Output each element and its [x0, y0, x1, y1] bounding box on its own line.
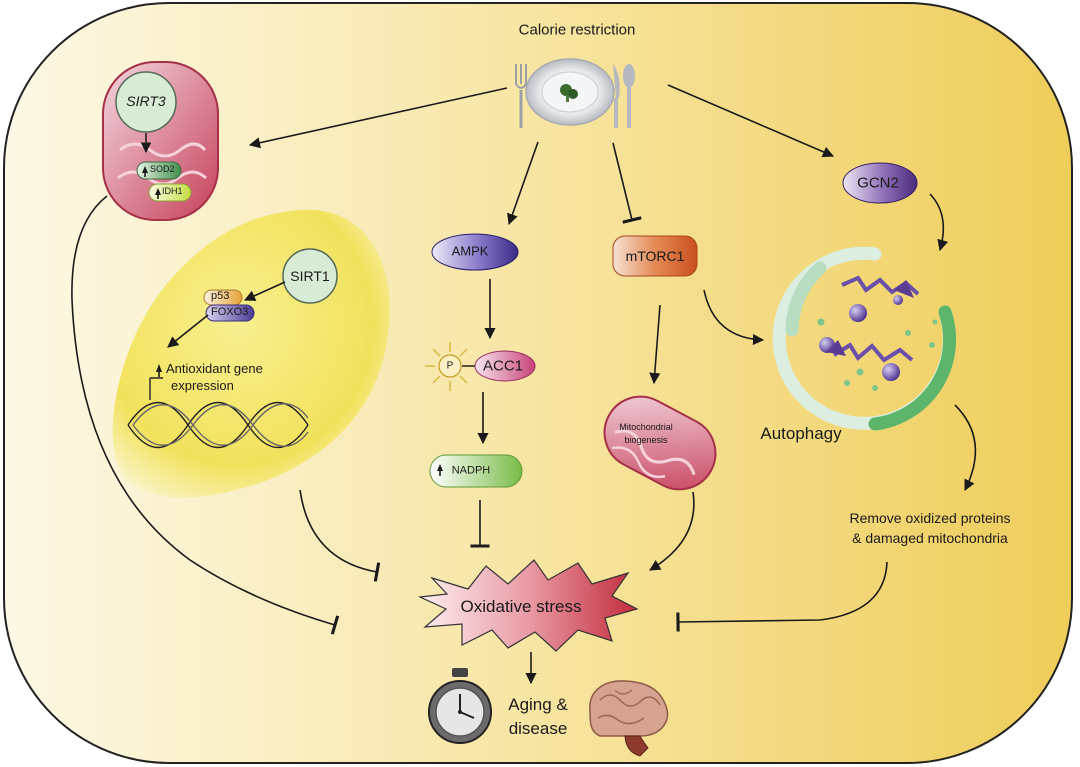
- sirt3-mitochondrion: [102, 61, 219, 221]
- idh1-label: IDH1: [162, 186, 183, 196]
- brain-icon: [589, 680, 669, 757]
- pathway-edges: [71, 84, 977, 685]
- sirt1-node: [282, 248, 338, 304]
- phosphate-label: P: [446, 360, 454, 372]
- phosphate-icon: [425, 342, 475, 391]
- calorie-restriction-label: Calorie restriction: [518, 21, 636, 39]
- edge-sirt1-to-p53: [243, 281, 286, 301]
- plate-icon: [525, 58, 615, 126]
- edge-mtorc1-to-autophagy: [703, 289, 765, 346]
- cell-background: [3, 2, 1073, 764]
- biogenesis-mitochondrion: [603, 395, 717, 491]
- edge-sirt3-inhibits-stress: [71, 195, 340, 635]
- stopwatch-icon: [428, 668, 492, 744]
- remove-label-line1: Remove oxidized proteins: [849, 509, 1011, 526]
- aging-label-line1: Aging &: [508, 695, 568, 715]
- fork-icon: [515, 64, 527, 128]
- ampk-node: [431, 233, 519, 271]
- edge-cr-to-ampk: [507, 141, 539, 226]
- edge-cr-inhibits-mtorc1: [612, 142, 642, 224]
- edge-cr-to-sirt3: [248, 87, 508, 149]
- edge-remove-inhibits-stress: [676, 561, 888, 632]
- oxidative-stress-burst: [417, 559, 639, 652]
- edge-biogenesis-to-stress: [649, 491, 695, 571]
- sirt3-label: SIRT3: [126, 92, 166, 109]
- mtorc1-label: mTORC1: [625, 247, 685, 264]
- autophagy-label: Autophagy: [760, 424, 842, 444]
- edge-foxo3-to-gene: [167, 314, 209, 348]
- edge-mtorc1-to-biogenesis: [649, 304, 661, 385]
- aging-label-line2: disease: [508, 719, 568, 739]
- dna-icon: [127, 377, 309, 449]
- acc1-label: ACC1: [482, 357, 524, 375]
- increase-markers: [142, 166, 443, 476]
- gcn2-node: [842, 162, 918, 204]
- antioxidant-label-line1: Antioxidant gene: [166, 361, 263, 376]
- edge-cr-to-gcn2: [667, 84, 835, 158]
- gcn2-label: GCN2: [857, 174, 899, 192]
- knife-icon: [613, 64, 620, 128]
- foxo3-label: FOXO3: [211, 306, 249, 318]
- nadph-node: [429, 454, 523, 488]
- sod2-label: SOD2: [150, 164, 175, 174]
- ampk-label: AMPK: [451, 243, 489, 259]
- antioxidant-label-line2: expression: [171, 378, 234, 393]
- sirt1-label: SIRT1: [290, 267, 330, 284]
- p53-label: p53: [211, 290, 230, 302]
- remove-label-line2: & damaged mitochondria: [852, 529, 1008, 546]
- spoon-icon: [623, 64, 635, 128]
- acc1-node: [474, 350, 536, 382]
- nadph-label: NADPH: [451, 464, 491, 477]
- edge-gcn2-to-autophagy: [929, 193, 949, 252]
- edge-sirt1-inhibits-stress: [299, 489, 381, 582]
- foxo3-node: [205, 304, 255, 322]
- mito-biogenesis-line1: Mitochondrial: [619, 421, 673, 432]
- autophagy-vesicle: [772, 246, 957, 431]
- edge-autophagy-to-remove: [954, 404, 977, 492]
- oxidative-stress-label: Oxidative stress: [460, 597, 582, 617]
- mito-biogenesis-line2: biogenesis: [624, 434, 668, 445]
- mtorc1-node: [612, 235, 698, 277]
